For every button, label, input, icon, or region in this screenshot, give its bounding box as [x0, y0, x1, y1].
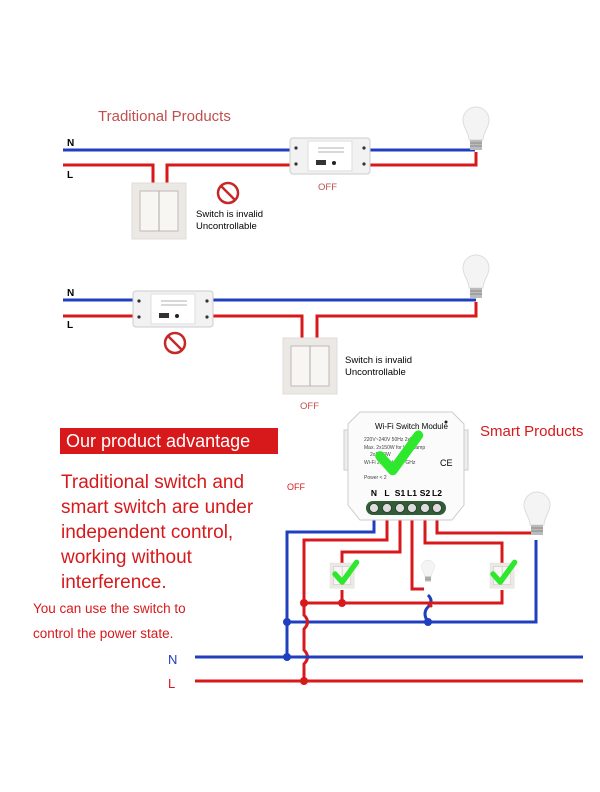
terminal-label: L2 [432, 488, 442, 498]
spec-line: Max. 2x150W for LED lamp [364, 445, 425, 451]
terminal-screws [369, 503, 442, 513]
live-wire [63, 302, 478, 340]
module-title: Wi-Fi Switch Module [375, 422, 448, 431]
invalid-text: Switch is invalid [345, 355, 412, 366]
bulb-icon [421, 559, 435, 582]
bulb-icon [462, 106, 490, 151]
junction-dots [283, 599, 432, 685]
off-label: OFF [318, 182, 337, 193]
advantage-banner-text: Our product advantage [66, 431, 250, 451]
uncontrollable-text: Uncontrollable [196, 221, 257, 232]
wall-switch [131, 182, 187, 240]
invalid-text: Switch is invalid [196, 209, 263, 220]
relay-module [132, 290, 214, 328]
off-label: OFF [287, 482, 305, 492]
traditional-title: Traditional Products [98, 108, 231, 125]
wifi-switch-module: Wi-Fi Switch Module 220V~240V 50Hz 2x5A … [343, 411, 469, 521]
bulb-icon [523, 491, 551, 536]
live-wire [63, 152, 478, 183]
l-label: L [168, 676, 175, 691]
smart-wiring [195, 510, 583, 683]
n-label: N [67, 138, 74, 149]
terminal-label: S2 [420, 488, 431, 498]
l-label: L [67, 170, 73, 181]
off-label: OFF [300, 401, 319, 412]
terminal-label: N [371, 488, 377, 498]
terminal-label: S1 [395, 488, 406, 498]
advantage-line: interference. [61, 572, 167, 593]
advantage-banner [60, 428, 278, 454]
wall-switch [282, 337, 338, 395]
advantage-small-line: control the power state. [33, 626, 173, 641]
relay-module [289, 137, 371, 175]
advantage-line: working without [60, 547, 193, 568]
n-label: N [168, 652, 177, 667]
uncontrollable-text: Uncontrollable [345, 367, 406, 378]
smart-title: Smart Products [480, 423, 583, 440]
advantage-line: Traditional switch and [61, 472, 244, 493]
prohibited-icon [163, 331, 187, 355]
l-label: L [67, 320, 73, 331]
terminal-label: L [384, 488, 389, 498]
bulb-icon [462, 254, 490, 299]
advantage-small-line: You can use the switch to [33, 601, 186, 616]
spec-line: 220V~240V 50Hz 2x5A [364, 437, 417, 443]
spec-line: Power < 2 [364, 475, 387, 481]
terminal-label: L1 [407, 488, 417, 498]
n-label: N [67, 288, 74, 299]
ce-mark: CE [440, 458, 453, 468]
advantage-line: smart switch are under [61, 497, 254, 518]
prohibited-icon [216, 181, 240, 205]
advantage-line: independent control, [61, 522, 233, 543]
